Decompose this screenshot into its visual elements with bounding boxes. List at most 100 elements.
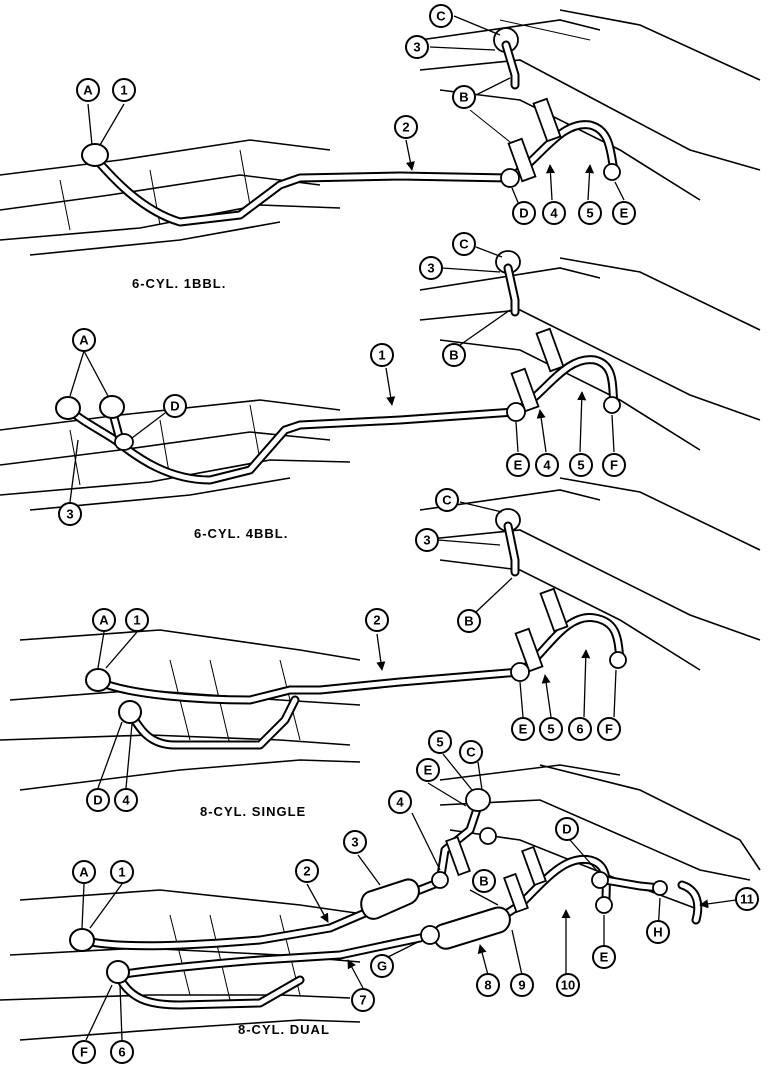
- svg-text:C: C: [459, 237, 469, 252]
- svg-text:3: 3: [413, 40, 420, 55]
- svg-text:5: 5: [436, 735, 443, 750]
- svg-text:8: 8: [484, 978, 491, 993]
- callout-B: B: [452, 85, 476, 109]
- callout-A: A: [72, 860, 96, 884]
- callout-11: 11: [735, 887, 759, 911]
- svg-text:C: C: [436, 9, 446, 24]
- svg-text:3: 3: [351, 835, 358, 850]
- callout-1: 1: [125, 608, 149, 632]
- muffler-lower: [432, 906, 511, 950]
- svg-text:A: A: [79, 865, 89, 880]
- svg-text:2: 2: [373, 613, 380, 628]
- callout-H: H: [646, 920, 670, 944]
- callout-3: 3: [415, 528, 439, 552]
- callout-4: 4: [535, 453, 559, 477]
- callout-9: 9: [510, 973, 534, 997]
- callout-E: E: [506, 453, 530, 477]
- svg-text:B: B: [479, 874, 488, 889]
- svg-text:3: 3: [423, 533, 430, 548]
- svg-text:5: 5: [547, 722, 554, 737]
- svg-text:4: 4: [122, 793, 130, 808]
- callout-E: E: [416, 758, 440, 782]
- svg-text:6: 6: [576, 722, 583, 737]
- svg-text:2: 2: [402, 120, 409, 135]
- callout-D: D: [163, 394, 187, 418]
- callout-E: E: [511, 717, 535, 741]
- callout-10: 10: [556, 973, 580, 997]
- callout-8: 8: [476, 973, 500, 997]
- callout-F: F: [72, 1040, 96, 1064]
- svg-text:9: 9: [518, 978, 525, 993]
- callout-6: 6: [568, 717, 592, 741]
- callout-3: 3: [405, 35, 429, 59]
- svg-text:6: 6: [118, 1045, 125, 1060]
- svg-text:B: B: [449, 348, 458, 363]
- svg-text:F: F: [80, 1045, 88, 1060]
- chassis-sketch: [0, 257, 761, 511]
- callout-C: C: [435, 488, 459, 512]
- svg-text:C: C: [442, 493, 452, 508]
- svg-text:1: 1: [118, 865, 125, 880]
- callout-2: 2: [365, 608, 389, 632]
- callout-5: 5: [539, 717, 563, 741]
- diagram-8cyl-dual: A 1 2 3 5 C E 4 D B 11 H G 8 9 10 E 7 F …: [0, 730, 761, 1064]
- callout-A: A: [76, 78, 100, 102]
- callout-D: D: [86, 788, 110, 812]
- callout-B: B: [457, 609, 481, 633]
- callout-6: 6: [110, 1040, 134, 1064]
- svg-text:E: E: [519, 722, 528, 737]
- muffler-upper: [360, 878, 420, 920]
- callout-5: 5: [569, 453, 593, 477]
- callout-E: E: [612, 201, 636, 225]
- svg-text:1: 1: [133, 613, 140, 628]
- callout-3: 3: [419, 256, 443, 280]
- svg-text:D: D: [170, 399, 179, 414]
- svg-text:D: D: [519, 206, 528, 221]
- svg-text:5: 5: [586, 206, 593, 221]
- callout-A: A: [72, 328, 96, 352]
- svg-text:4: 4: [550, 206, 558, 221]
- svg-text:A: A: [99, 613, 109, 628]
- callout-F: F: [597, 717, 621, 741]
- svg-text:E: E: [424, 763, 433, 778]
- svg-text:E: E: [600, 950, 609, 965]
- svg-text:5: 5: [577, 458, 584, 473]
- svg-text:4: 4: [396, 795, 404, 810]
- diagram-6cyl-4bbl: A D 1 3 C 3 B E 4 5 F 6-CYL. 4BBL.: [0, 232, 761, 541]
- callout-B: B: [442, 343, 466, 367]
- diagram-6cyl-1bbl: A 1 2 C 3 B D 4 5 E 6-CYL. 1BBL.: [0, 4, 761, 291]
- callout-B: B: [472, 869, 496, 893]
- svg-text:F: F: [610, 458, 618, 473]
- callout-C: C: [459, 740, 483, 764]
- callout-D: D: [555, 817, 579, 841]
- caption-8cyl-dual: 8-CYL. DUAL: [238, 1022, 330, 1037]
- svg-text:11: 11: [740, 892, 754, 907]
- callout-E: E: [592, 945, 616, 969]
- callout-7: 7: [351, 988, 375, 1012]
- callout-4: 4: [542, 201, 566, 225]
- caption-6cyl-4bbl: 6-CYL. 4BBL.: [194, 526, 288, 541]
- svg-text:1: 1: [378, 348, 385, 363]
- svg-text:E: E: [620, 206, 629, 221]
- callout-A: A: [92, 608, 116, 632]
- svg-text:D: D: [93, 793, 102, 808]
- svg-text:D: D: [562, 822, 571, 837]
- svg-text:3: 3: [427, 261, 434, 276]
- svg-text:H: H: [653, 925, 662, 940]
- diagram-8cyl-single: A 1 2 C 3 B E 5 6 F D 4 8-CYL. SINGLE: [0, 477, 761, 819]
- callout-D: D: [512, 201, 536, 225]
- callout-2: 2: [295, 859, 319, 883]
- callout-1: 1: [112, 78, 136, 102]
- svg-text:E: E: [514, 458, 523, 473]
- callout-1: 1: [110, 860, 134, 884]
- svg-text:G: G: [377, 959, 387, 974]
- caption-8cyl-single: 8-CYL. SINGLE: [200, 804, 306, 819]
- svg-text:1: 1: [120, 83, 127, 98]
- caption-6cyl-1bbl: 6-CYL. 1BBL.: [132, 276, 226, 291]
- svg-text:10: 10: [561, 978, 575, 993]
- svg-text:7: 7: [359, 993, 366, 1008]
- callout-C: C: [429, 4, 453, 28]
- svg-text:B: B: [459, 90, 468, 105]
- callout-5: 5: [578, 201, 602, 225]
- svg-text:B: B: [464, 614, 473, 629]
